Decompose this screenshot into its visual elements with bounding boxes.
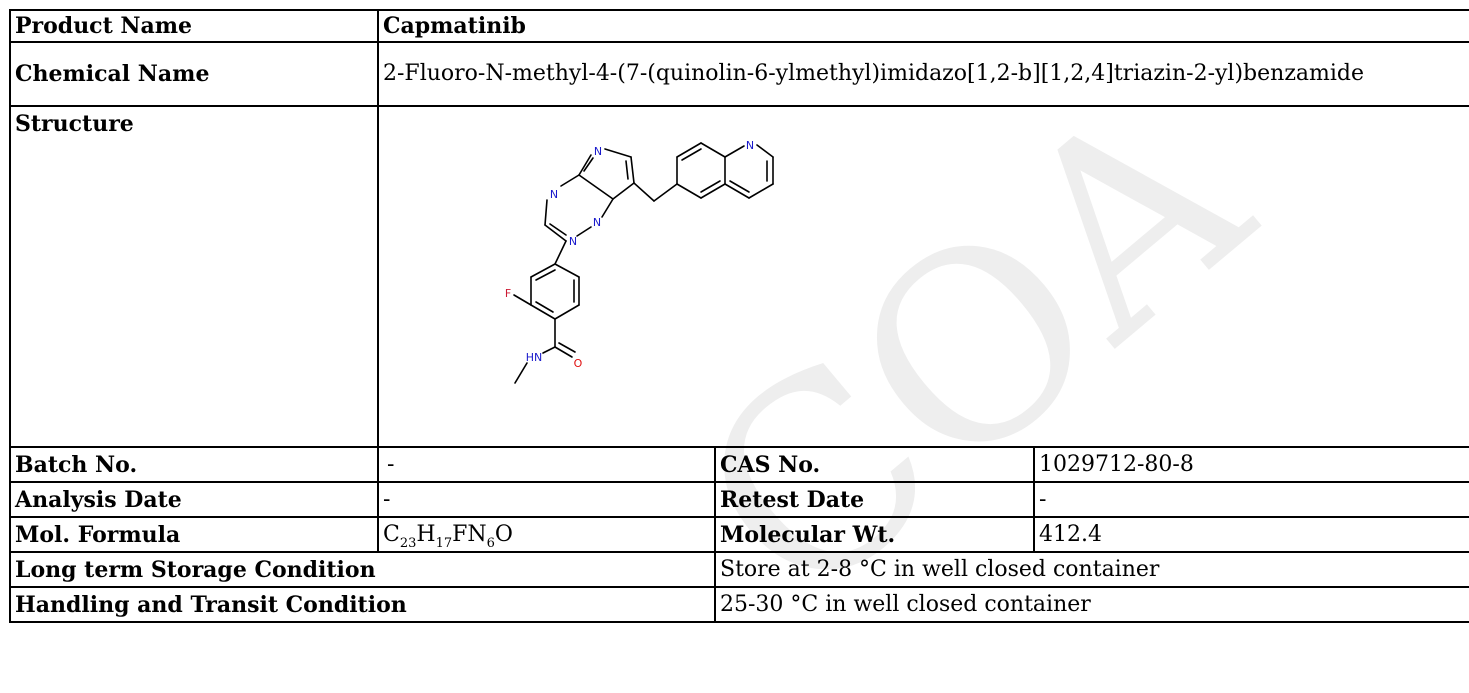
- atom-n-triazine-3: N: [593, 216, 601, 229]
- row-structure: Structure: [9, 105, 1469, 448]
- atom-n-quinoline: N: [746, 139, 754, 152]
- chemical-structure-image: N N N N N F HN O: [505, 139, 774, 384]
- atom-n-triazine-2: N: [569, 235, 577, 248]
- row-dates: Analysis Date - Retest Date -: [9, 481, 1469, 518]
- handling-value: 25-30 °C in well closed container: [713, 586, 1469, 623]
- storage-value: Store at 2-8 °C in well closed container: [713, 551, 1469, 588]
- analysis-date-label: Analysis Date: [9, 481, 379, 518]
- cas-no-value: 1029712-80-8: [1032, 446, 1469, 483]
- row-formula-weight: Mol. Formula C23H17FN6O Molecular Wt. 41…: [9, 516, 1469, 553]
- storage-label: Long term Storage Condition: [9, 551, 716, 588]
- atom-oxygen: O: [574, 357, 583, 370]
- atom-n-imidazole: N: [594, 145, 602, 158]
- row-storage: Long term Storage Condition Store at 2-8…: [9, 551, 1469, 588]
- product-name-label: Product Name: [9, 9, 379, 43]
- product-name-value: Capmatinib: [376, 9, 1469, 43]
- structure-cell: N N N N N F HN O: [376, 105, 1469, 448]
- product-info-table: Product Name Capmatinib Chemical Name 2-…: [9, 9, 1469, 623]
- chemical-name-value: 2-Fluoro-N-methyl-4-(7-(quinolin-6-ylmet…: [376, 41, 1469, 107]
- atom-nh: HN: [526, 351, 543, 364]
- batch-no-label: Batch No.: [9, 446, 379, 483]
- mol-formula-label: Mol. Formula: [9, 516, 379, 553]
- chemical-name-label: Chemical Name: [9, 41, 379, 107]
- row-handling: Handling and Transit Condition 25-30 °C …: [9, 586, 1469, 623]
- cas-no-label: CAS No.: [714, 446, 1035, 483]
- row-batch-cas: Batch No. - CAS No. 1029712-80-8: [9, 446, 1469, 483]
- molecular-wt-label: Molecular Wt.: [714, 516, 1035, 553]
- structure-label: Structure: [9, 105, 379, 448]
- molecular-wt-value: 412.4: [1032, 516, 1469, 553]
- atom-fluorine: F: [505, 287, 511, 300]
- analysis-date-value: -: [377, 481, 716, 518]
- atom-n-triazine-1: N: [550, 188, 558, 201]
- retest-date-label: Retest Date: [714, 481, 1035, 518]
- row-chemical-name: Chemical Name 2-Fluoro-N-methyl-4-(7-(qu…: [9, 41, 1469, 107]
- retest-date-value: -: [1032, 481, 1469, 518]
- handling-label: Handling and Transit Condition: [9, 586, 716, 623]
- mol-formula-value: C23H17FN6O: [377, 516, 716, 553]
- batch-no-value: -: [377, 446, 716, 483]
- row-product-name: Product Name Capmatinib: [9, 9, 1469, 43]
